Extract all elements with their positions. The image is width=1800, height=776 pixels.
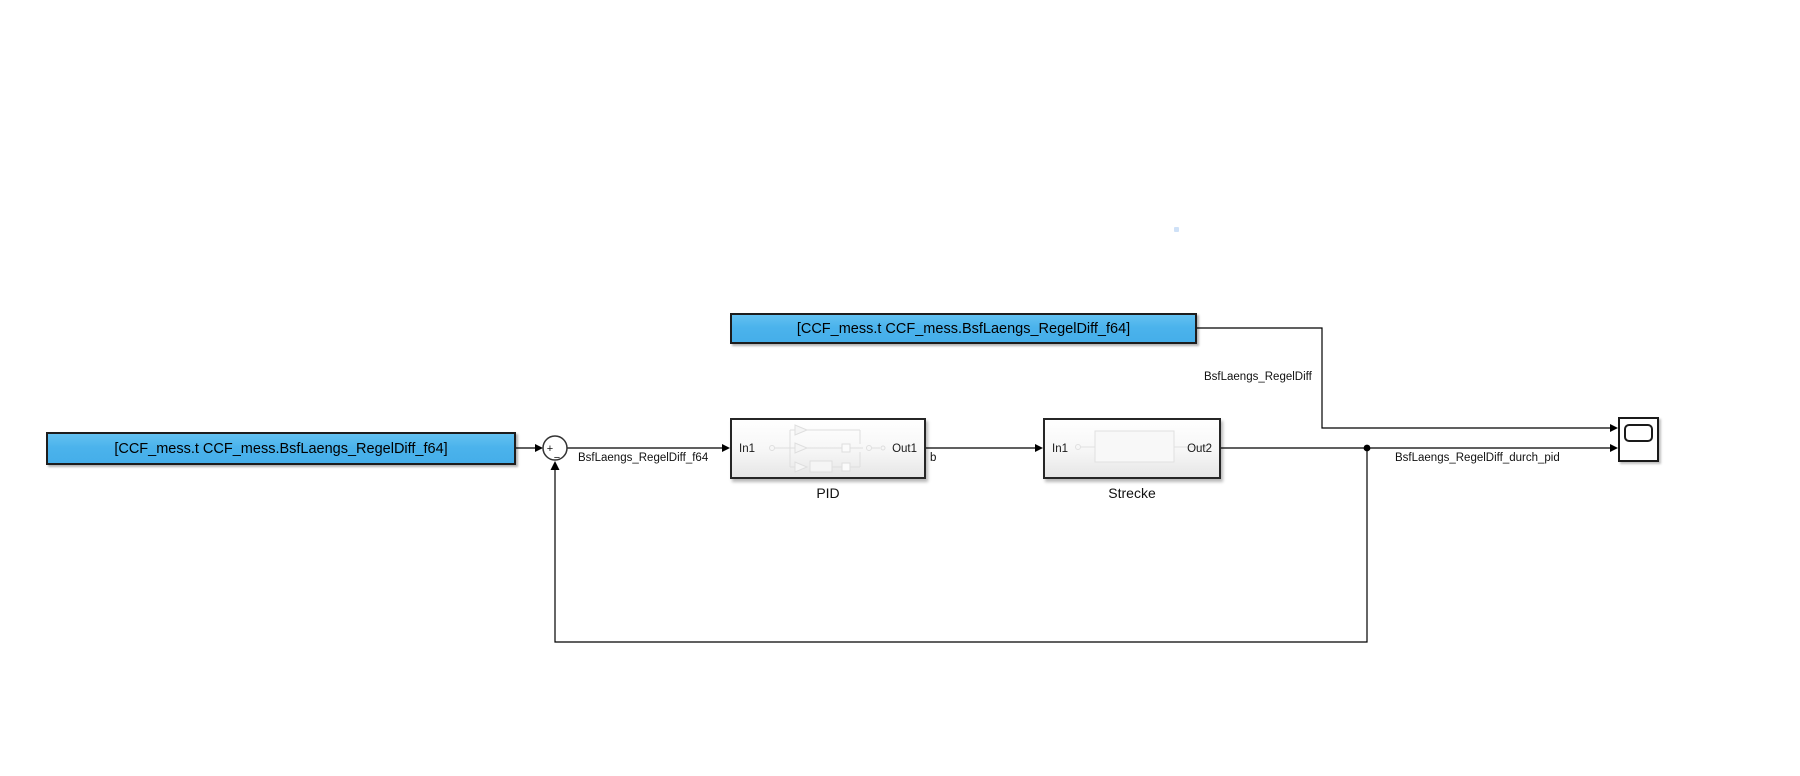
arrowhead-into-scope-top xyxy=(1610,424,1618,432)
pid-block-name[interactable]: PID xyxy=(816,485,840,501)
scope-block[interactable] xyxy=(1618,417,1659,462)
sum-plus-sign: + xyxy=(547,443,553,455)
arrowhead-into-pid xyxy=(722,444,730,452)
from-block-top[interactable]: [CCF_mess.t CCF_mess.BsfLaengs_RegelDiff… xyxy=(730,313,1197,344)
arrowhead-into-strecke xyxy=(1035,444,1043,452)
annotation-dot xyxy=(1174,227,1179,232)
signal-label-setpoint[interactable]: BsfLaengs_RegelDiff_f64 xyxy=(578,452,709,464)
strecke-out-port-label: Out2 xyxy=(1187,442,1212,455)
scope-screen-icon xyxy=(1624,424,1653,442)
pid-in-port-label: In1 xyxy=(739,442,755,455)
strecke-subsystem-thumbnail-icon xyxy=(1075,430,1211,463)
arrowhead-into-scope-bottom xyxy=(1610,444,1618,452)
sum-block[interactable]: + − xyxy=(542,435,568,464)
signal-label-reference[interactable]: BsfLaengs_RegelDiff xyxy=(1204,371,1312,383)
pid-subsystem-block[interactable]: In1 Out1 xyxy=(730,418,926,479)
signal-label-pid-output[interactable]: b xyxy=(930,452,937,464)
arrowhead-into-sum xyxy=(535,444,543,452)
from-block-left-label: [CCF_mess.t CCF_mess.BsfLaengs_RegelDiff… xyxy=(114,440,448,457)
signal-label-plant-output[interactable]: BsfLaengs_RegelDiff_durch_pid xyxy=(1395,452,1560,464)
from-block-left[interactable]: [CCF_mess.t CCF_mess.BsfLaengs_RegelDiff… xyxy=(46,432,516,465)
wire-fromtop-to-scope[interactable] xyxy=(1197,327,1611,429)
wire-feedback[interactable] xyxy=(554,448,1368,643)
sum-minus-sign: − xyxy=(554,452,560,464)
strecke-block-name[interactable]: Strecke xyxy=(1108,485,1156,501)
from-block-top-label: [CCF_mess.t CCF_mess.BsfLaengs_RegelDiff… xyxy=(796,320,1131,337)
pid-out-port-label: Out1 xyxy=(892,442,917,455)
arrowhead-feedback-into-sum xyxy=(550,461,560,470)
pid-subsystem-thumbnail-icon xyxy=(769,424,886,473)
strecke-subsystem-block[interactable]: In1 Out2 xyxy=(1043,418,1221,479)
branch-dot xyxy=(1363,444,1371,452)
strecke-in-port-label: In1 xyxy=(1052,442,1068,455)
